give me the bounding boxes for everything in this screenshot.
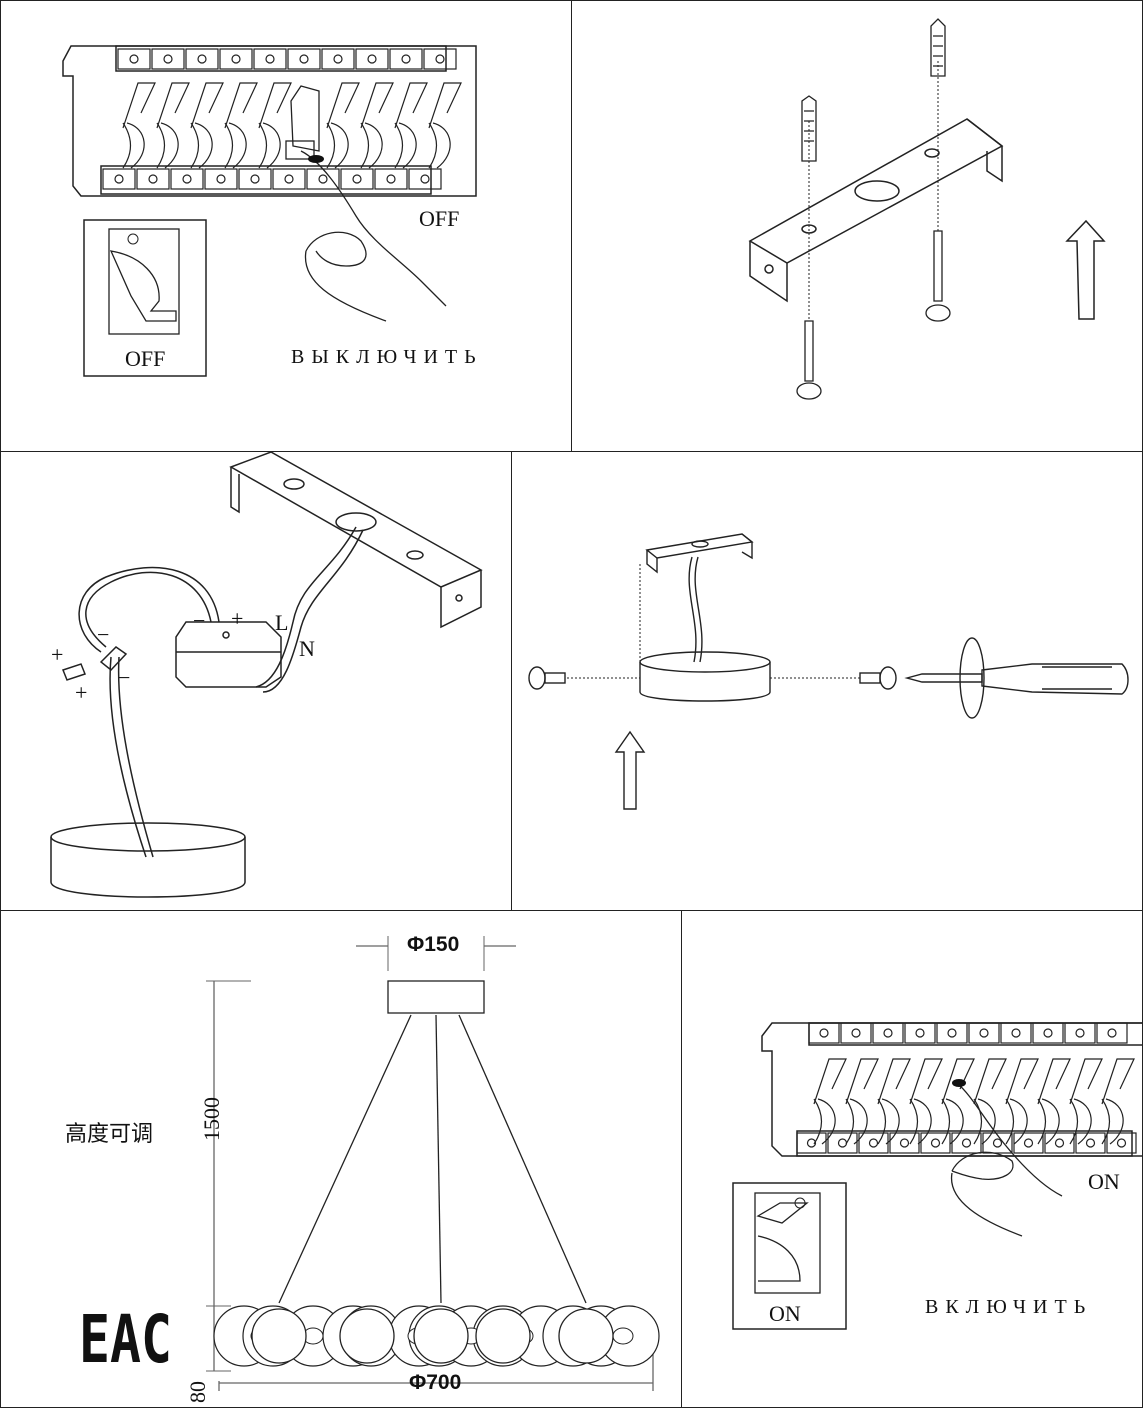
ring-height-label: 80: [185, 1381, 210, 1403]
panel-wiring: + − + − − + L N: [0, 451, 512, 911]
panel-dimensions: Φ150 1500 Φ700 80 高度可调 EAC: [0, 910, 682, 1408]
wiring-illustration: [50, 452, 483, 898]
adjustable-height-note: 高度可调: [65, 1122, 154, 1147]
plus-label-1: +: [51, 642, 64, 667]
panel-turn-on: ON ON ВКЛЮЧИТЬ: [681, 910, 1143, 1408]
bracket-screw-illustration: [748, 18, 1106, 400]
turn-on-caption: ВКЛЮЧИТЬ: [925, 1296, 1093, 1318]
on-label-switch: ON: [769, 1301, 801, 1326]
minus-label-1: −: [97, 622, 110, 647]
off-label-hand: OFF: [419, 206, 460, 231]
canopy-diameter-label: Φ150: [407, 933, 460, 956]
panel-mount: [511, 451, 1143, 911]
neutral-label: N: [299, 636, 315, 661]
off-label-switch: OFF: [125, 346, 166, 371]
live-label: L: [275, 610, 289, 635]
breaker-off-illustration: [62, 45, 477, 377]
ring-diameter-label: Φ700: [409, 1371, 462, 1394]
eac-certification-mark: EAC: [79, 1301, 172, 1378]
panel-bracket-install: [571, 0, 1143, 452]
driver-minus-label: −: [193, 608, 206, 633]
plus-label-2: +: [75, 680, 88, 705]
mount-illustration: [528, 533, 1129, 810]
breaker-on-illustration: [732, 1022, 1142, 1330]
panel-turn-off: OFF OFF ВЫКЛЮЧИТЬ: [0, 0, 572, 452]
dimension-drawing: [206, 936, 660, 1391]
on-label-hand: ON: [1088, 1169, 1120, 1194]
minus-label-2: −: [118, 665, 131, 690]
height-label: 1500: [199, 1097, 224, 1141]
turn-off-caption: ВЫКЛЮЧИТЬ: [291, 346, 483, 368]
driver-plus-label: +: [231, 606, 244, 631]
